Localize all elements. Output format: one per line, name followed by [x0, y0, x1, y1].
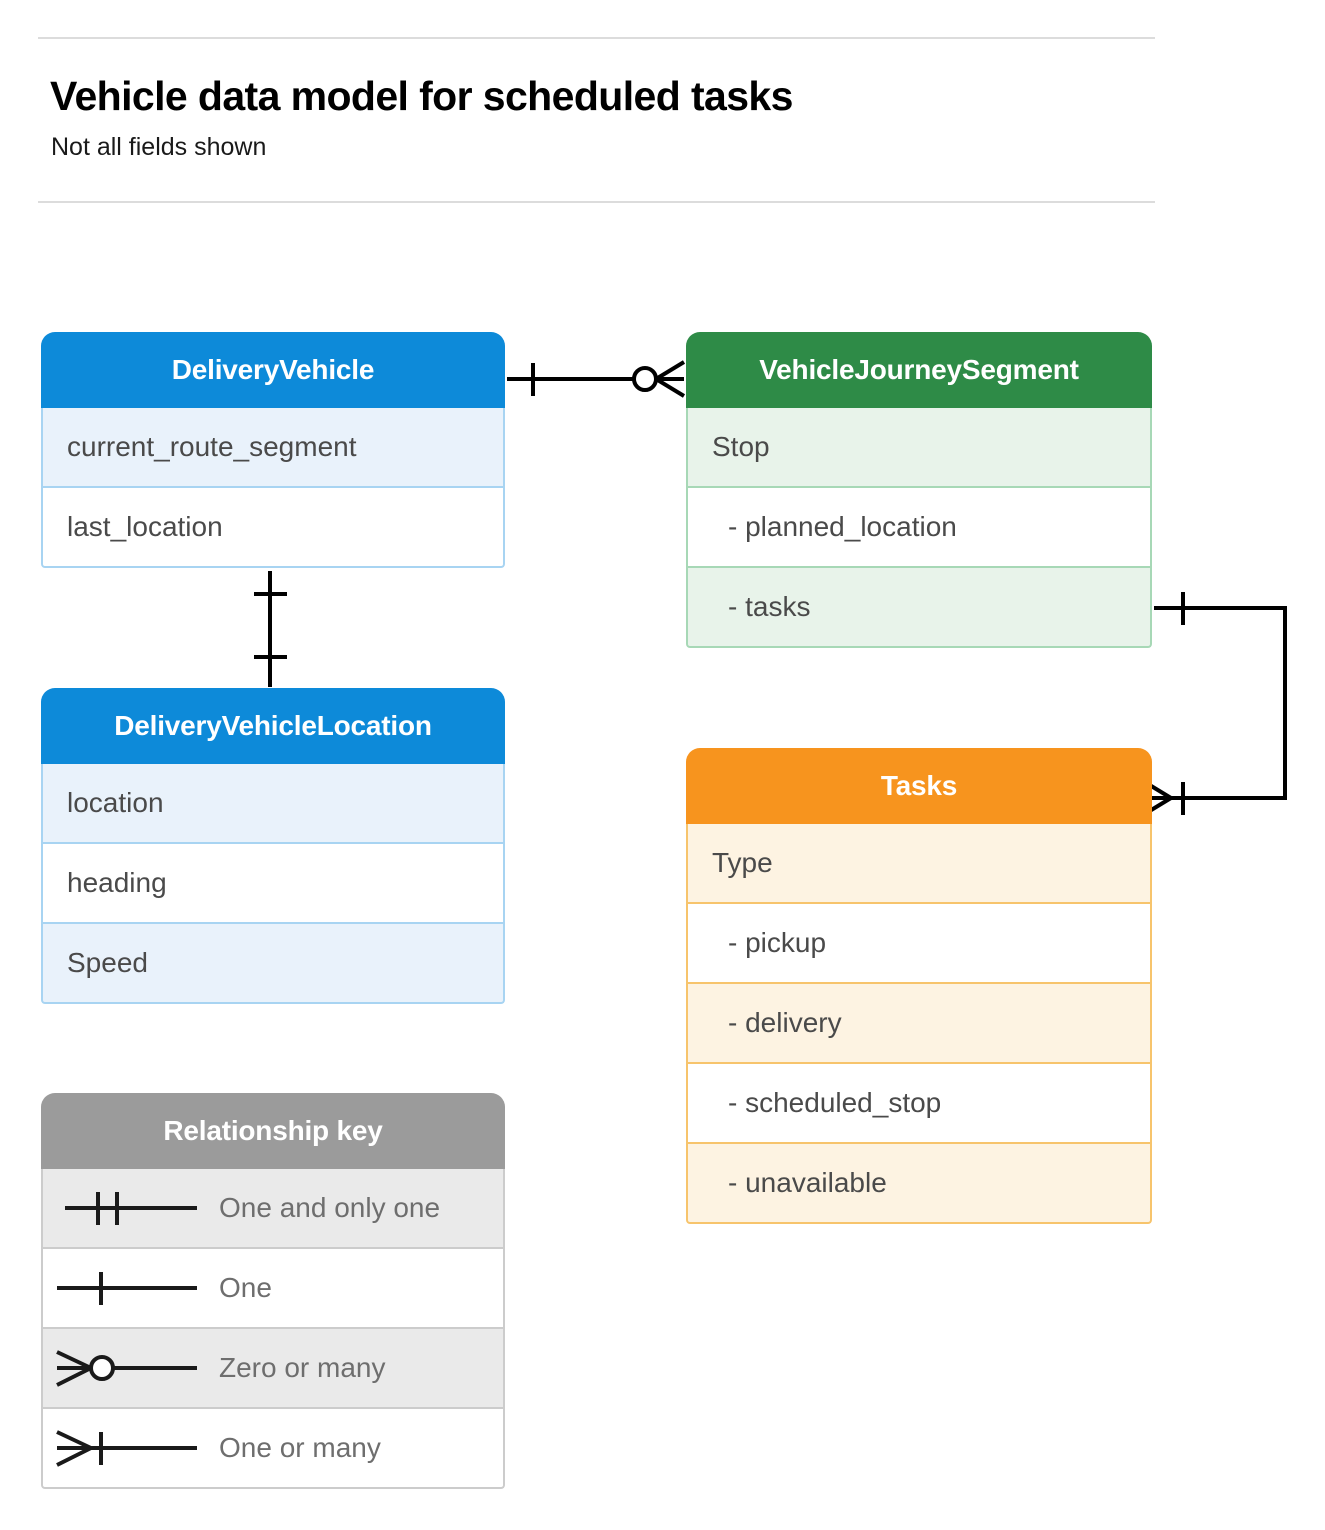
legend-label-zero-or-many: Zero or many	[219, 1352, 386, 1383]
relationship-key-legend: Relationship key One and only one	[41, 1093, 505, 1489]
top-divider-rule	[38, 37, 1155, 39]
legend-label-one-or-many: One or many	[219, 1432, 381, 1463]
connector-deliveryvehicle-vehiclejourneysegment	[507, 360, 686, 398]
entity-tasks-field-pickup[interactable]: - pickup	[686, 904, 1152, 984]
legend-item-one-and-only-one: One and only one	[41, 1169, 505, 1249]
entity-delivery-vehicle-location-title: DeliveryVehicleLocation	[41, 688, 505, 764]
entity-tasks-field-type[interactable]: Type	[686, 824, 1152, 904]
entity-vehicle-journey-segment-field-tasks[interactable]: - tasks	[686, 568, 1152, 648]
entity-delivery-vehicle-location-field-heading[interactable]: heading	[41, 844, 505, 924]
entity-delivery-vehicle-field-last-location[interactable]: last_location	[41, 488, 505, 568]
bottom-divider-rule	[38, 201, 1155, 203]
connector-deliveryvehicle-deliveryvehiclelocation	[254, 571, 287, 687]
entity-vehicle-journey-segment-field-stop[interactable]: Stop	[686, 408, 1152, 488]
entity-vehicle-journey-segment-title: VehicleJourneySegment	[686, 332, 1152, 408]
entity-vehicle-journey-segment-field-planned-location[interactable]: - planned_location	[686, 488, 1152, 568]
entity-tasks-title: Tasks	[686, 748, 1152, 824]
legend-item-one: One	[41, 1249, 505, 1329]
entity-delivery-vehicle-location[interactable]: DeliveryVehicleLocation location heading…	[41, 688, 505, 1004]
connector-vehiclejourneysegment-tasks	[1141, 592, 1287, 817]
entity-delivery-vehicle-field-current-route-segment[interactable]: current_route_segment	[41, 408, 505, 488]
one-and-only-one-symbol	[43, 1168, 219, 1248]
entity-delivery-vehicle[interactable]: DeliveryVehicle current_route_segment la…	[41, 332, 505, 568]
one-symbol	[43, 1248, 219, 1328]
legend-item-one-or-many: One or many	[41, 1409, 505, 1489]
entity-delivery-vehicle-location-field-location[interactable]: location	[41, 764, 505, 844]
entity-vehicle-journey-segment[interactable]: VehicleJourneySegment Stop - planned_loc…	[686, 332, 1152, 648]
legend-label-one-and-only-one: One and only one	[219, 1192, 441, 1223]
one-or-many-symbol	[43, 1408, 219, 1488]
page-subtitle: Not all fields shown	[51, 133, 267, 161]
entity-tasks-field-scheduled-stop[interactable]: - scheduled_stop	[686, 1064, 1152, 1144]
entity-delivery-vehicle-location-field-speed[interactable]: Speed	[41, 924, 505, 1004]
entity-tasks[interactable]: Tasks Type - pickup - delivery - schedul…	[686, 748, 1152, 1224]
entity-tasks-field-delivery[interactable]: - delivery	[686, 984, 1152, 1064]
page-title: Vehicle data model for scheduled tasks	[50, 73, 793, 119]
legend-label-one: One	[219, 1272, 272, 1303]
legend-item-zero-or-many: Zero or many	[41, 1329, 505, 1409]
entity-delivery-vehicle-title: DeliveryVehicle	[41, 332, 505, 408]
entity-tasks-field-unavailable[interactable]: - unavailable	[686, 1144, 1152, 1224]
relationship-key-title: Relationship key	[41, 1093, 505, 1169]
zero-or-many-symbol	[43, 1328, 219, 1408]
